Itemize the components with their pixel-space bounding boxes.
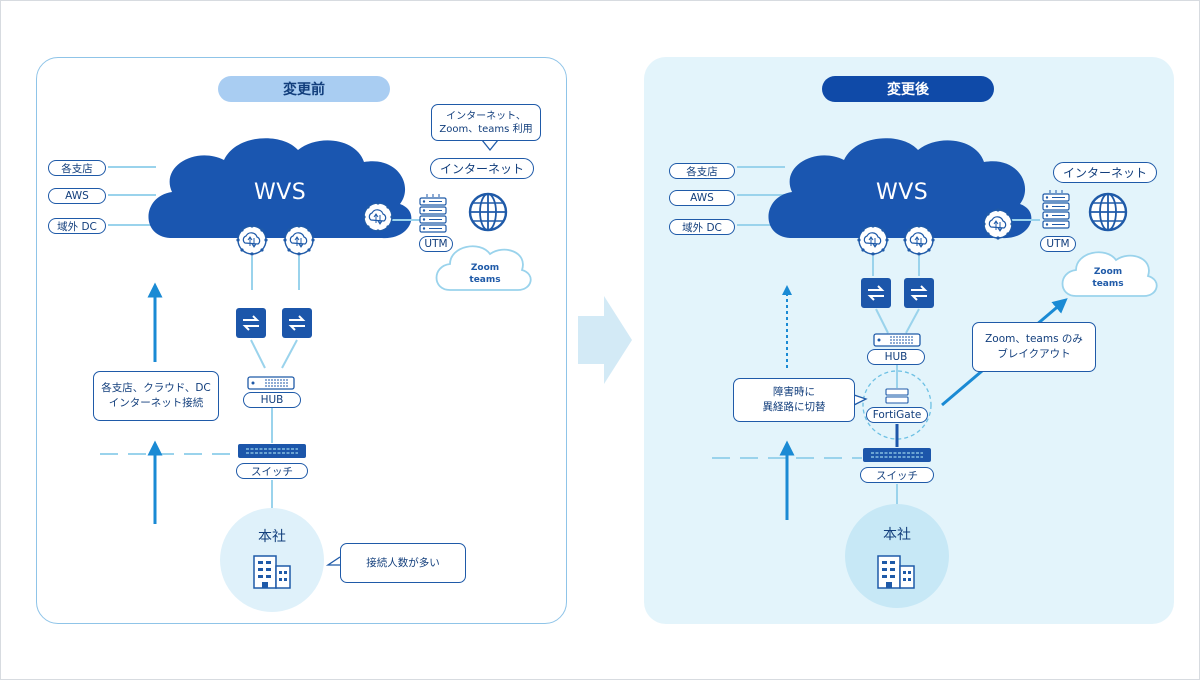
hq-label: 本社 xyxy=(258,529,286,545)
zoom-teams-label: Zoom teams xyxy=(463,262,507,286)
zoom-text: Zoom xyxy=(1093,267,1123,277)
before-title: 変更前 xyxy=(218,76,390,102)
failover-note-line: 障害時に xyxy=(773,386,815,398)
fortigate-zone xyxy=(862,370,932,440)
router-swap-icon xyxy=(860,277,892,309)
zoom-teams-label: Zoom teams xyxy=(1086,266,1130,290)
hub-label: HUB xyxy=(243,392,301,408)
site-label-aws: AWS xyxy=(669,190,735,206)
breakout-note-line: Zoom、teams のみ xyxy=(985,333,1083,345)
globe-icon xyxy=(468,192,508,232)
cloud-node-icon xyxy=(902,223,936,257)
switch-label: スイッチ xyxy=(860,467,934,483)
router-swap-icon xyxy=(903,277,935,309)
site-label-dc: 域外 DC xyxy=(669,219,735,235)
usage-callout-line: インターネット、 xyxy=(446,110,526,122)
cloud-node-icon xyxy=(361,200,395,234)
globe-icon xyxy=(1088,192,1128,232)
cloud-node-icon xyxy=(235,223,269,257)
site-label-branches: 各支店 xyxy=(48,160,106,176)
wvs-label: WVS xyxy=(876,180,929,205)
wvs-cloud xyxy=(768,138,1032,239)
cloud-node-icon xyxy=(856,223,890,257)
usage-callout: インターネット、 Zoom、teams 利用 xyxy=(431,104,541,141)
internet-note: 各支店、クラウド、DC インターネット接続 xyxy=(93,371,219,421)
hub-label: HUB xyxy=(867,349,925,365)
internet-label: インターネット xyxy=(1053,162,1157,183)
users-note: 接続人数が多い xyxy=(340,543,466,583)
usage-callout-line: Zoom、teams 利用 xyxy=(439,123,533,135)
router-swap-icon xyxy=(281,307,313,339)
switch-device xyxy=(238,444,306,458)
zoom-text: Zoom xyxy=(470,263,500,273)
fortigate-label: FortiGate xyxy=(866,407,928,423)
utm-label: UTM xyxy=(1040,236,1076,252)
hq-label: 本社 xyxy=(883,527,911,543)
zoom-cloud xyxy=(1061,251,1158,297)
breakout-note-line: ブレイクアウト xyxy=(997,348,1071,360)
failover-note-line: 異経路に切替 xyxy=(762,401,826,413)
site-label-aws: AWS xyxy=(48,188,106,204)
utm-server-icon xyxy=(1042,189,1070,229)
utm-label: UTM xyxy=(419,236,453,252)
internet-note-line: 各支店、クラウド、DC xyxy=(101,382,211,394)
switch-device xyxy=(863,448,931,462)
teams-text: teams xyxy=(1092,279,1124,289)
site-label-dc: 域外 DC xyxy=(48,218,106,234)
site-label-branches: 各支店 xyxy=(669,163,735,179)
internet-label: インターネット xyxy=(430,158,534,179)
wvs-cloud xyxy=(148,138,412,239)
teams-text: teams xyxy=(469,275,501,285)
failover-note: 障害時に 異経路に切替 xyxy=(733,378,855,422)
transition-arrow xyxy=(578,296,632,384)
switch-label: スイッチ xyxy=(236,463,308,479)
cloud-node-icon xyxy=(981,207,1015,241)
wvs-label: WVS xyxy=(254,180,307,205)
utm-server-icon xyxy=(419,193,447,233)
router-swap-icon xyxy=(235,307,267,339)
zoom-cloud xyxy=(435,245,532,291)
breakout-note: Zoom、teams のみ ブレイクアウト xyxy=(972,322,1096,372)
after-title: 変更後 xyxy=(822,76,994,102)
cloud-node-icon xyxy=(282,223,316,257)
internet-note-line: インターネット接続 xyxy=(108,397,204,409)
